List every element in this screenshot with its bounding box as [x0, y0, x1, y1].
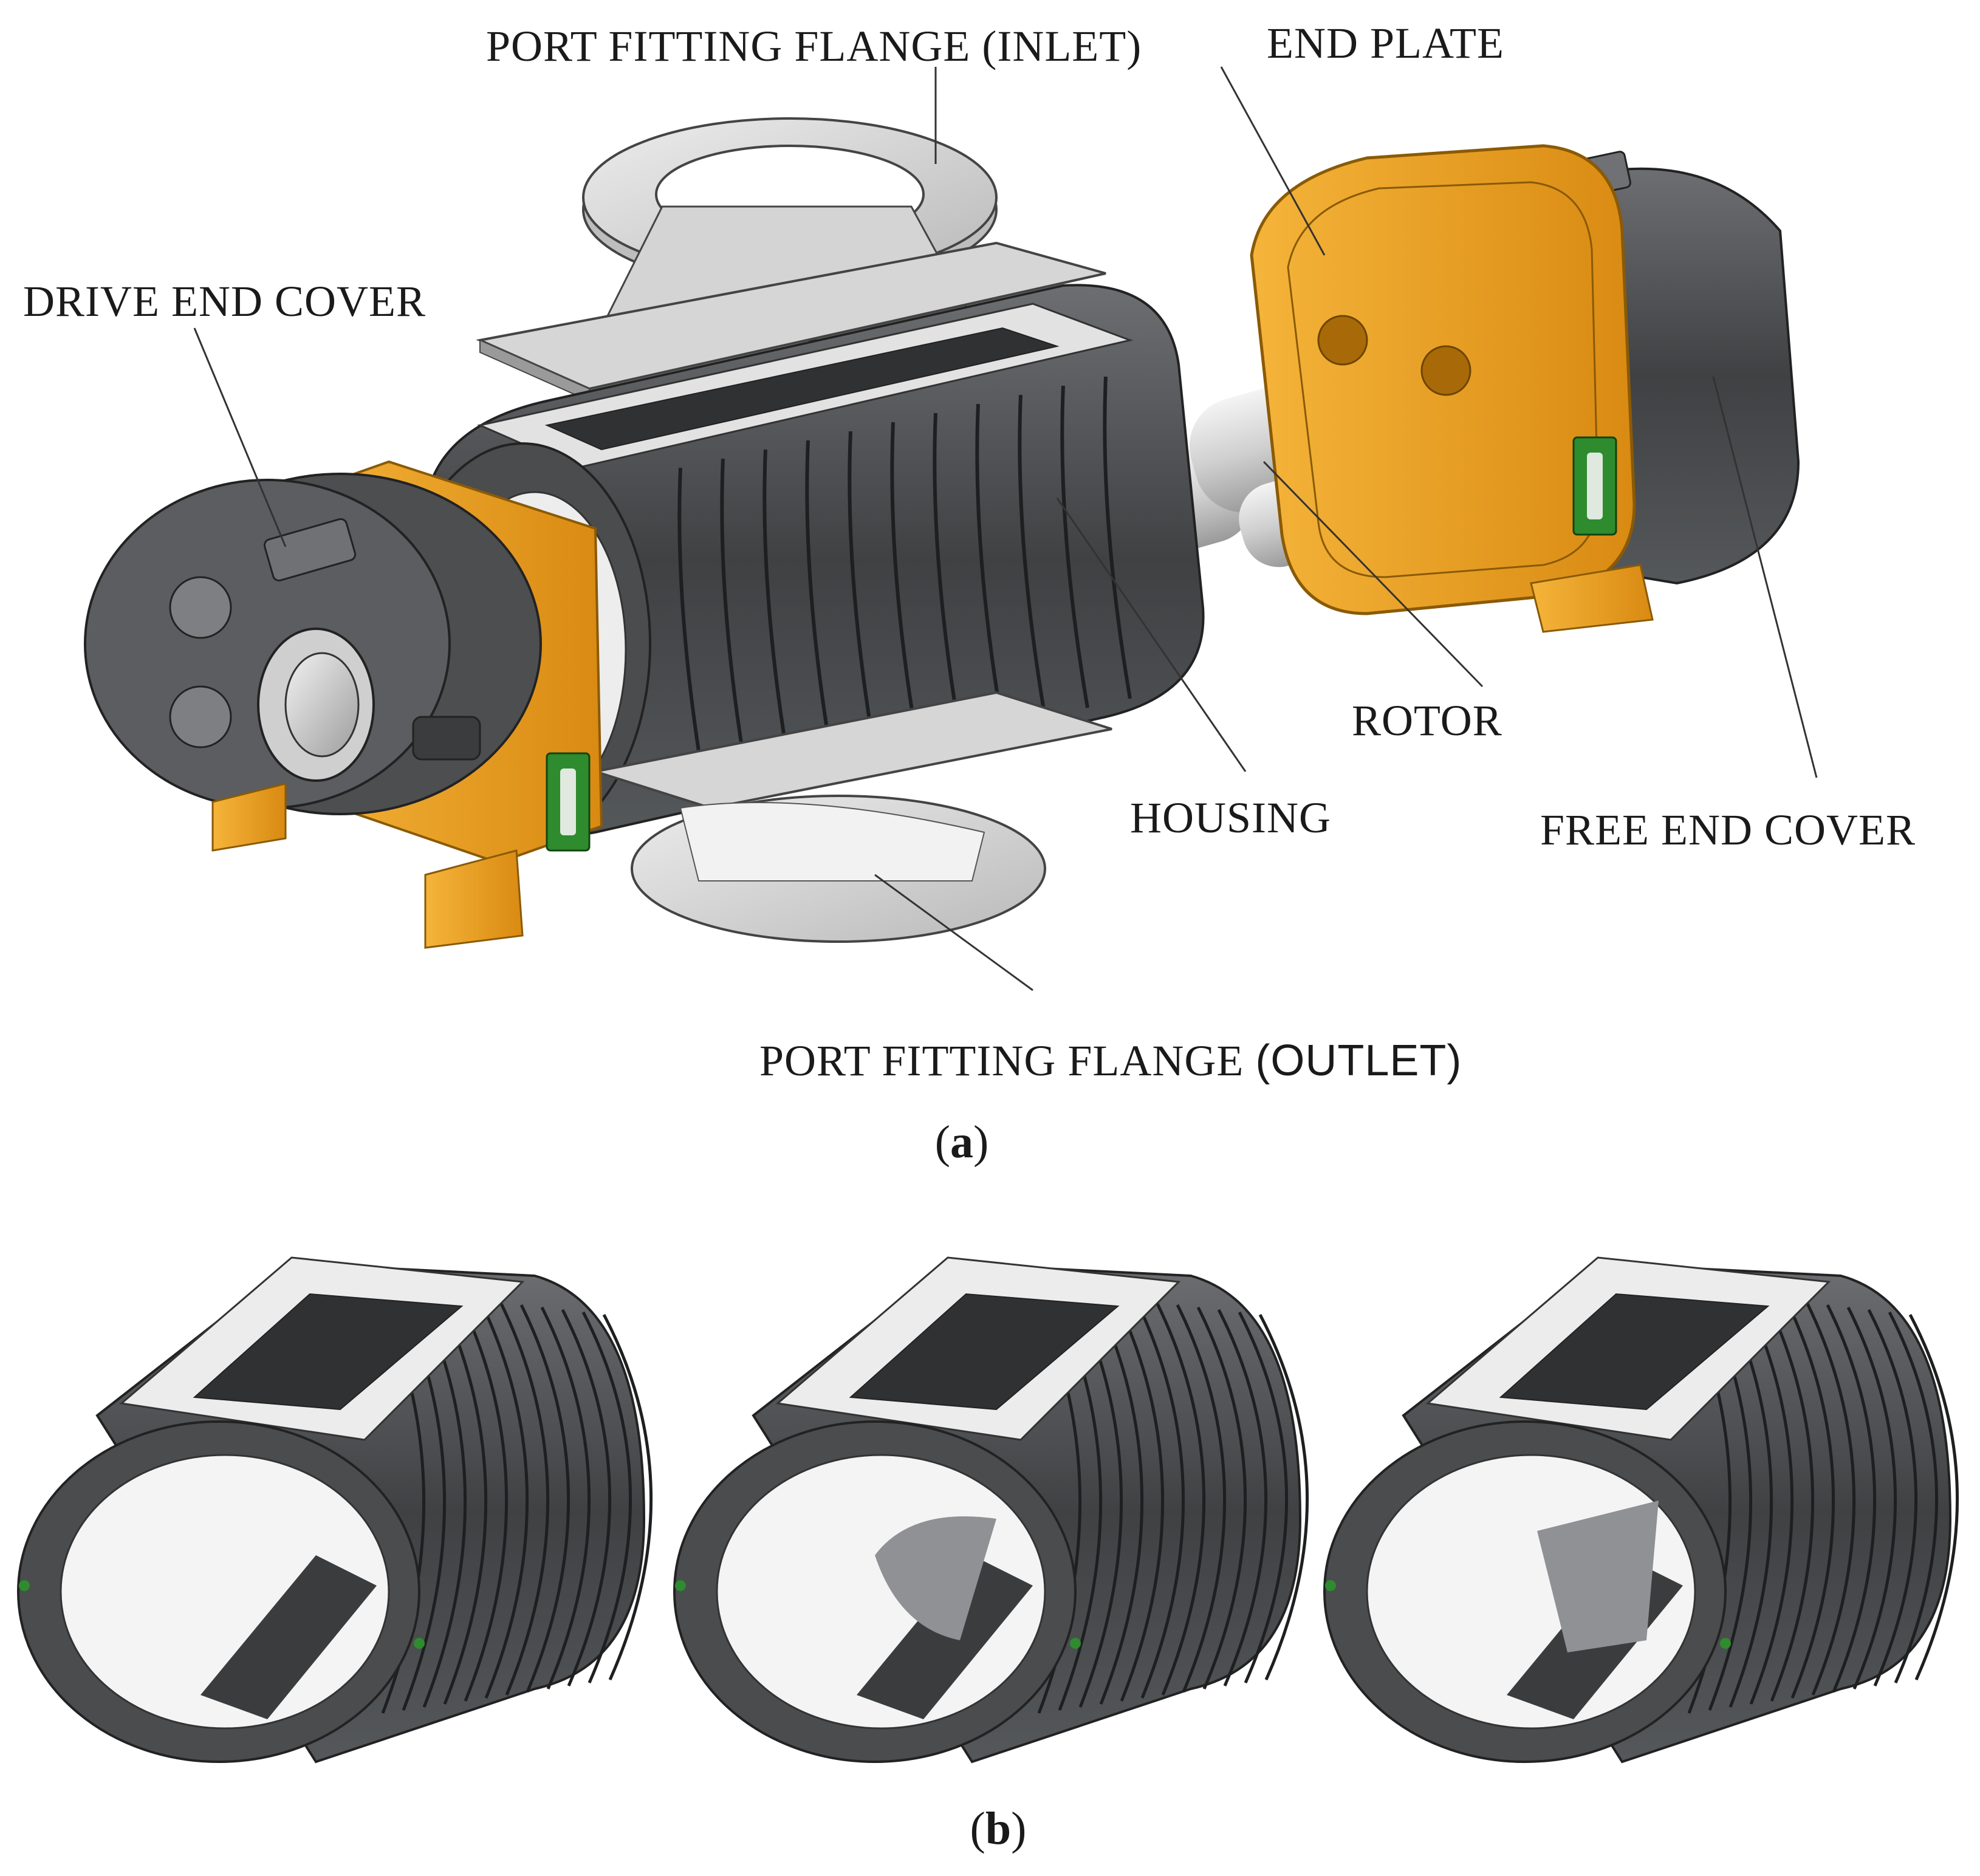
label-port-fitting-flange-outlet: PORT FITTING FLANGE (OUTLET): [759, 1036, 1462, 1085]
label-rotor: ROTOR: [1352, 696, 1502, 745]
drive-end-cover: [84, 460, 603, 949]
housing-variant-1: [17, 1256, 653, 1764]
housing-ribs: [677, 376, 1132, 790]
caption-a: (a): [935, 1117, 989, 1168]
caption-b: (b): [970, 1803, 1027, 1854]
assembly-view: PORT FITTING FLANGE (INLET) END PLATE DR…: [23, 19, 1916, 1168]
label-housing: HOUSING: [1130, 793, 1331, 842]
label-drive-end-cover: DRIVE END COVER: [23, 277, 426, 326]
housing-variants: [17, 1256, 1959, 1764]
end-plate: [1250, 144, 1654, 633]
label-port-fitting-flange-inlet: PORT FITTING FLANGE (INLET): [486, 22, 1142, 70]
outlet-flange: [595, 691, 1112, 943]
inlet-flange: [476, 117, 1106, 402]
housing-variant-3: [1323, 1256, 1959, 1764]
label-free-end-cover: FREE END COVER: [1540, 806, 1916, 854]
leader-lines: [193, 66, 1818, 991]
housing-variant-2: [673, 1256, 1309, 1764]
label-end-plate: END PLATE: [1267, 19, 1504, 67]
